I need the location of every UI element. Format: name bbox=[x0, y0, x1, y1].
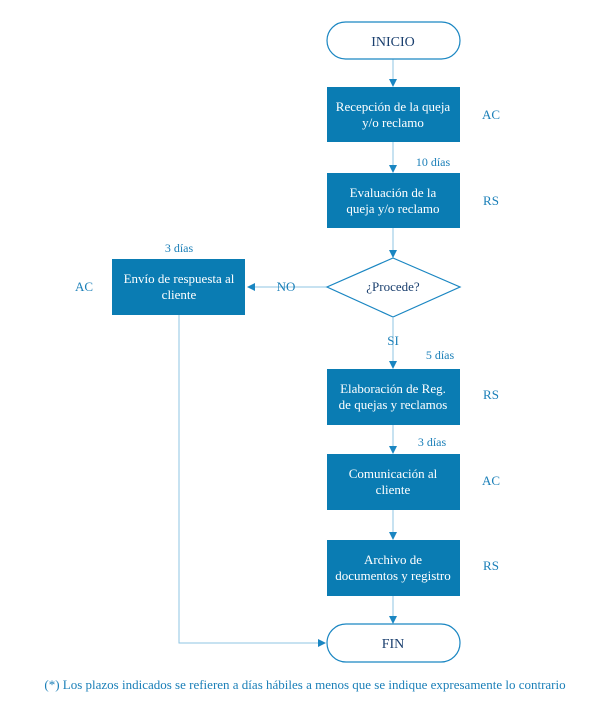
elaboracion-time: 5 días bbox=[426, 348, 455, 362]
archivo-role: RS bbox=[483, 558, 499, 573]
elaboracion-role: RS bbox=[483, 387, 499, 402]
comunicacion-line-1: Comunicación al bbox=[349, 466, 438, 481]
evaluacion-line-2: queja y/o reclamo bbox=[346, 201, 439, 216]
recepcion-line-1: Recepción de la queja bbox=[336, 99, 451, 114]
archivo-line-1: Archivo de bbox=[364, 552, 422, 567]
envio-role: AC bbox=[75, 279, 93, 294]
decision-node: ¿Procede? NO SI bbox=[277, 257, 462, 348]
start-terminal: INICIO bbox=[326, 21, 461, 60]
decision-yes-label: SI bbox=[387, 333, 399, 348]
evaluacion-time: 10 días bbox=[416, 155, 451, 169]
decision-no-label: NO bbox=[277, 279, 296, 294]
decision-label: ¿Procede? bbox=[366, 279, 420, 294]
comunicacion-time: 3 días bbox=[418, 435, 447, 449]
evaluacion-line-1: Evaluación de la bbox=[350, 185, 437, 200]
elaboracion-line-2: de quejas y reclamos bbox=[339, 397, 448, 412]
end-label: FIN bbox=[382, 637, 405, 652]
connector-envio-to-end bbox=[178, 315, 326, 647]
envio-time: 3 días bbox=[165, 241, 194, 255]
recepcion-line-2: y/o reclamo bbox=[362, 115, 424, 130]
start-label: INICIO bbox=[371, 35, 415, 50]
comunicacion-step: 3 días Comunicación al cliente AC bbox=[327, 435, 500, 510]
evaluacion-role: RS bbox=[483, 193, 499, 208]
envio-step: 3 días Envío de respuesta al cliente AC bbox=[75, 241, 245, 315]
footnote: (*) Los plazos indicados se refieren a d… bbox=[44, 677, 566, 692]
archivo-line-2: documentos y registro bbox=[335, 568, 451, 583]
recepcion-step: Recepción de la queja y/o reclamo AC bbox=[327, 87, 500, 142]
elaboracion-line-1: Elaboración de Reg. bbox=[340, 381, 446, 396]
archivo-step: Archivo de documentos y registro RS bbox=[327, 540, 499, 596]
end-terminal: FIN bbox=[326, 623, 461, 663]
connectors bbox=[178, 58, 397, 647]
evaluacion-step: 10 días Evaluación de la queja y/o recla… bbox=[327, 155, 499, 228]
elaboracion-step: 5 días Elaboración de Reg. de quejas y r… bbox=[327, 348, 499, 425]
recepcion-role: AC bbox=[482, 107, 500, 122]
comunicacion-line-2: cliente bbox=[376, 482, 411, 497]
comunicacion-role: AC bbox=[482, 473, 500, 488]
envio-line-1: Envío de respuesta al bbox=[124, 271, 235, 286]
envio-line-2: cliente bbox=[162, 287, 197, 302]
